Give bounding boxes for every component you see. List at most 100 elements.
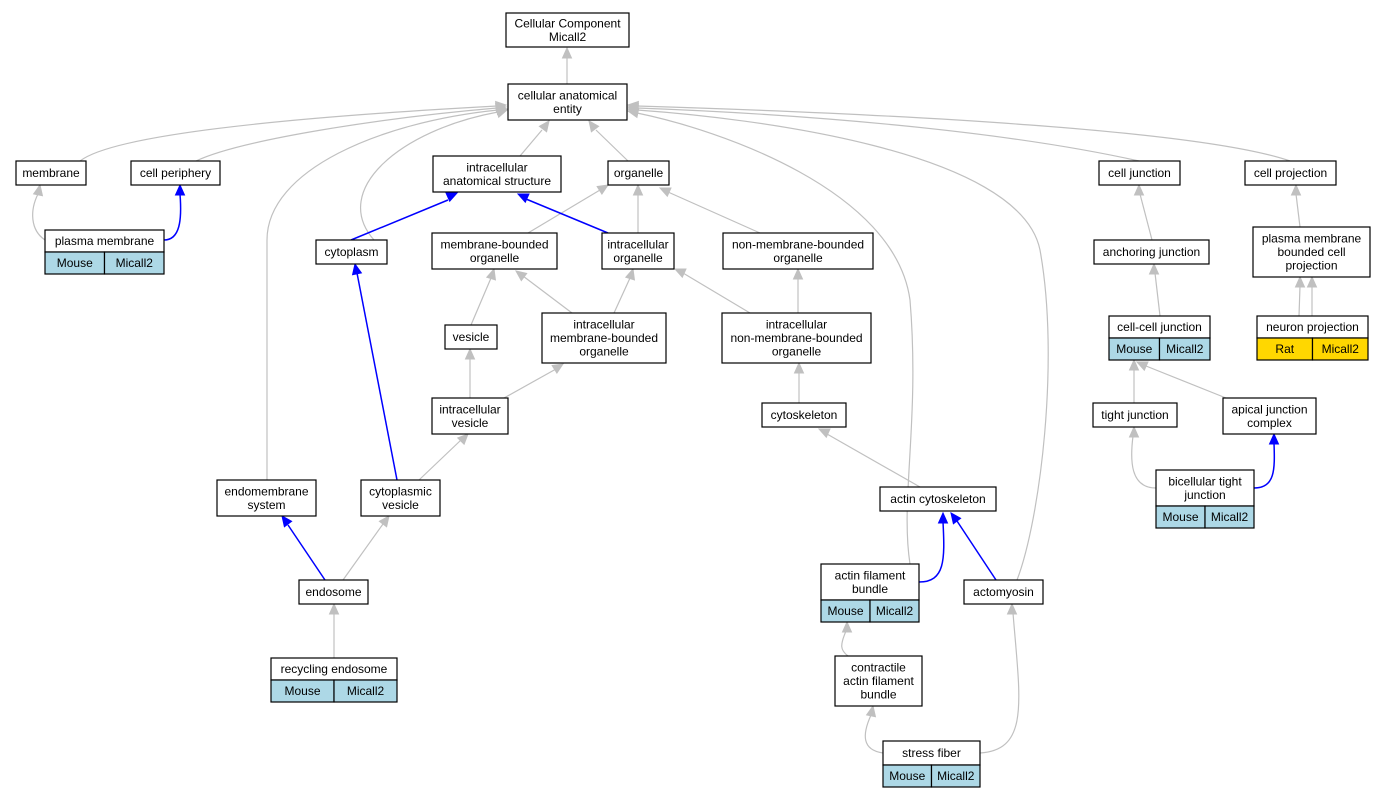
node-label: organelle: [579, 345, 629, 359]
node-label: bicellular tight: [1168, 474, 1242, 488]
is-a-edge: [418, 439, 462, 481]
is-a-edge: [1145, 365, 1227, 399]
is-a-edge: [595, 129, 629, 162]
node-celljunction[interactable]: cell junction: [1098, 160, 1181, 186]
species-label: Mouse: [1162, 510, 1198, 524]
edge-arrowhead: [596, 184, 610, 196]
node-inmbo[interactable]: intracellularnon-membrane-boundedorganel…: [721, 312, 872, 364]
part-of-edge: [1253, 442, 1276, 489]
is-a-edge: [682, 272, 751, 314]
is-a-edge: [195, 107, 498, 162]
node-vesicle[interactable]: vesicle: [444, 324, 498, 350]
node-actomyosin[interactable]: actomyosin: [963, 579, 1044, 605]
node-label: intracellular: [766, 318, 827, 332]
node-anchoring[interactable]: anchoring junction: [1093, 239, 1210, 265]
node-label: vesicle: [382, 498, 419, 512]
part-of-edge: [287, 524, 326, 581]
edge-arrowhead: [588, 120, 600, 133]
node-label: non-membrane-bounded: [730, 331, 862, 345]
node-cellproj[interactable]: cell projection: [1244, 160, 1337, 186]
part-of-edge: [163, 193, 182, 241]
node-label: projection: [1285, 259, 1337, 273]
node-label: cell projection: [1254, 166, 1327, 180]
node-cytoplasm[interactable]: cytoplasm: [315, 239, 388, 265]
gene-label: Micall2: [937, 769, 975, 783]
gene-label: Micall2: [1211, 510, 1249, 524]
edge-arrowhead: [538, 120, 550, 133]
node-label: plasma membrane: [55, 234, 155, 248]
graph-edges: [32, 46, 1318, 754]
node-label: cytoplasm: [324, 245, 378, 259]
edge-arrowhead: [626, 104, 639, 116]
node-label: Micall2: [549, 30, 587, 44]
is-a-edge: [841, 630, 849, 657]
node-label: membrane-bounded: [550, 331, 658, 345]
edge-arrowhead: [1306, 275, 1318, 288]
node-endosome[interactable]: endosome: [298, 579, 369, 605]
edge-arrowhead: [516, 193, 530, 204]
node-label: membrane-bounded: [440, 237, 548, 251]
species-label: Mouse: [827, 604, 863, 618]
node-label: cytoskeleton: [771, 408, 838, 422]
node-organelle[interactable]: organelle: [607, 160, 670, 186]
node-label: organelle: [773, 251, 823, 265]
gene-cell: [869, 599, 920, 623]
edge-arrowhead: [1133, 183, 1145, 196]
is-a-edge: [342, 523, 384, 581]
edge-arrowhead: [817, 428, 831, 439]
gene-cell: [930, 764, 981, 788]
node-label: complex: [1247, 416, 1292, 430]
is-a-edge: [527, 189, 601, 234]
gene-label: Micall2: [1322, 342, 1360, 356]
node-box: [298, 579, 369, 605]
node-label: intracellular: [573, 318, 634, 332]
gene-cell: [103, 251, 165, 275]
edge-arrowhead: [1128, 425, 1140, 438]
node-actincyto[interactable]: actin cytoskeleton: [879, 486, 997, 512]
node-label: actin cytoskeleton: [890, 492, 985, 506]
node-label: non-membrane-bounded: [732, 237, 864, 251]
node-label: actin filament: [843, 674, 914, 688]
species-label: Mouse: [57, 256, 93, 270]
node-label: intracellular: [466, 160, 527, 174]
node-cellperiph[interactable]: cell periphery: [130, 160, 221, 186]
node-box: [1093, 239, 1210, 265]
edge-arrowhead: [378, 515, 390, 528]
node-cytoskeleton[interactable]: cytoskeleton: [761, 402, 847, 428]
node-membrane[interactable]: membrane: [15, 160, 87, 186]
edge-arrowhead: [456, 433, 469, 446]
node-box: [1098, 160, 1181, 186]
is-a-edge: [32, 193, 46, 241]
edge-arrowhead: [658, 187, 672, 198]
node-label: stress fiber: [902, 746, 961, 760]
node-tightj[interactable]: tight junction: [1092, 402, 1178, 428]
node-box: [601, 232, 675, 270]
is-a-edge: [1139, 193, 1153, 241]
edge-arrowhead: [1294, 275, 1306, 288]
part-of-edge: [956, 520, 997, 581]
node-label: vesicle: [452, 416, 489, 430]
node-box: [15, 160, 87, 186]
edge-arrowhead: [1148, 262, 1160, 275]
node-box: [431, 232, 558, 270]
